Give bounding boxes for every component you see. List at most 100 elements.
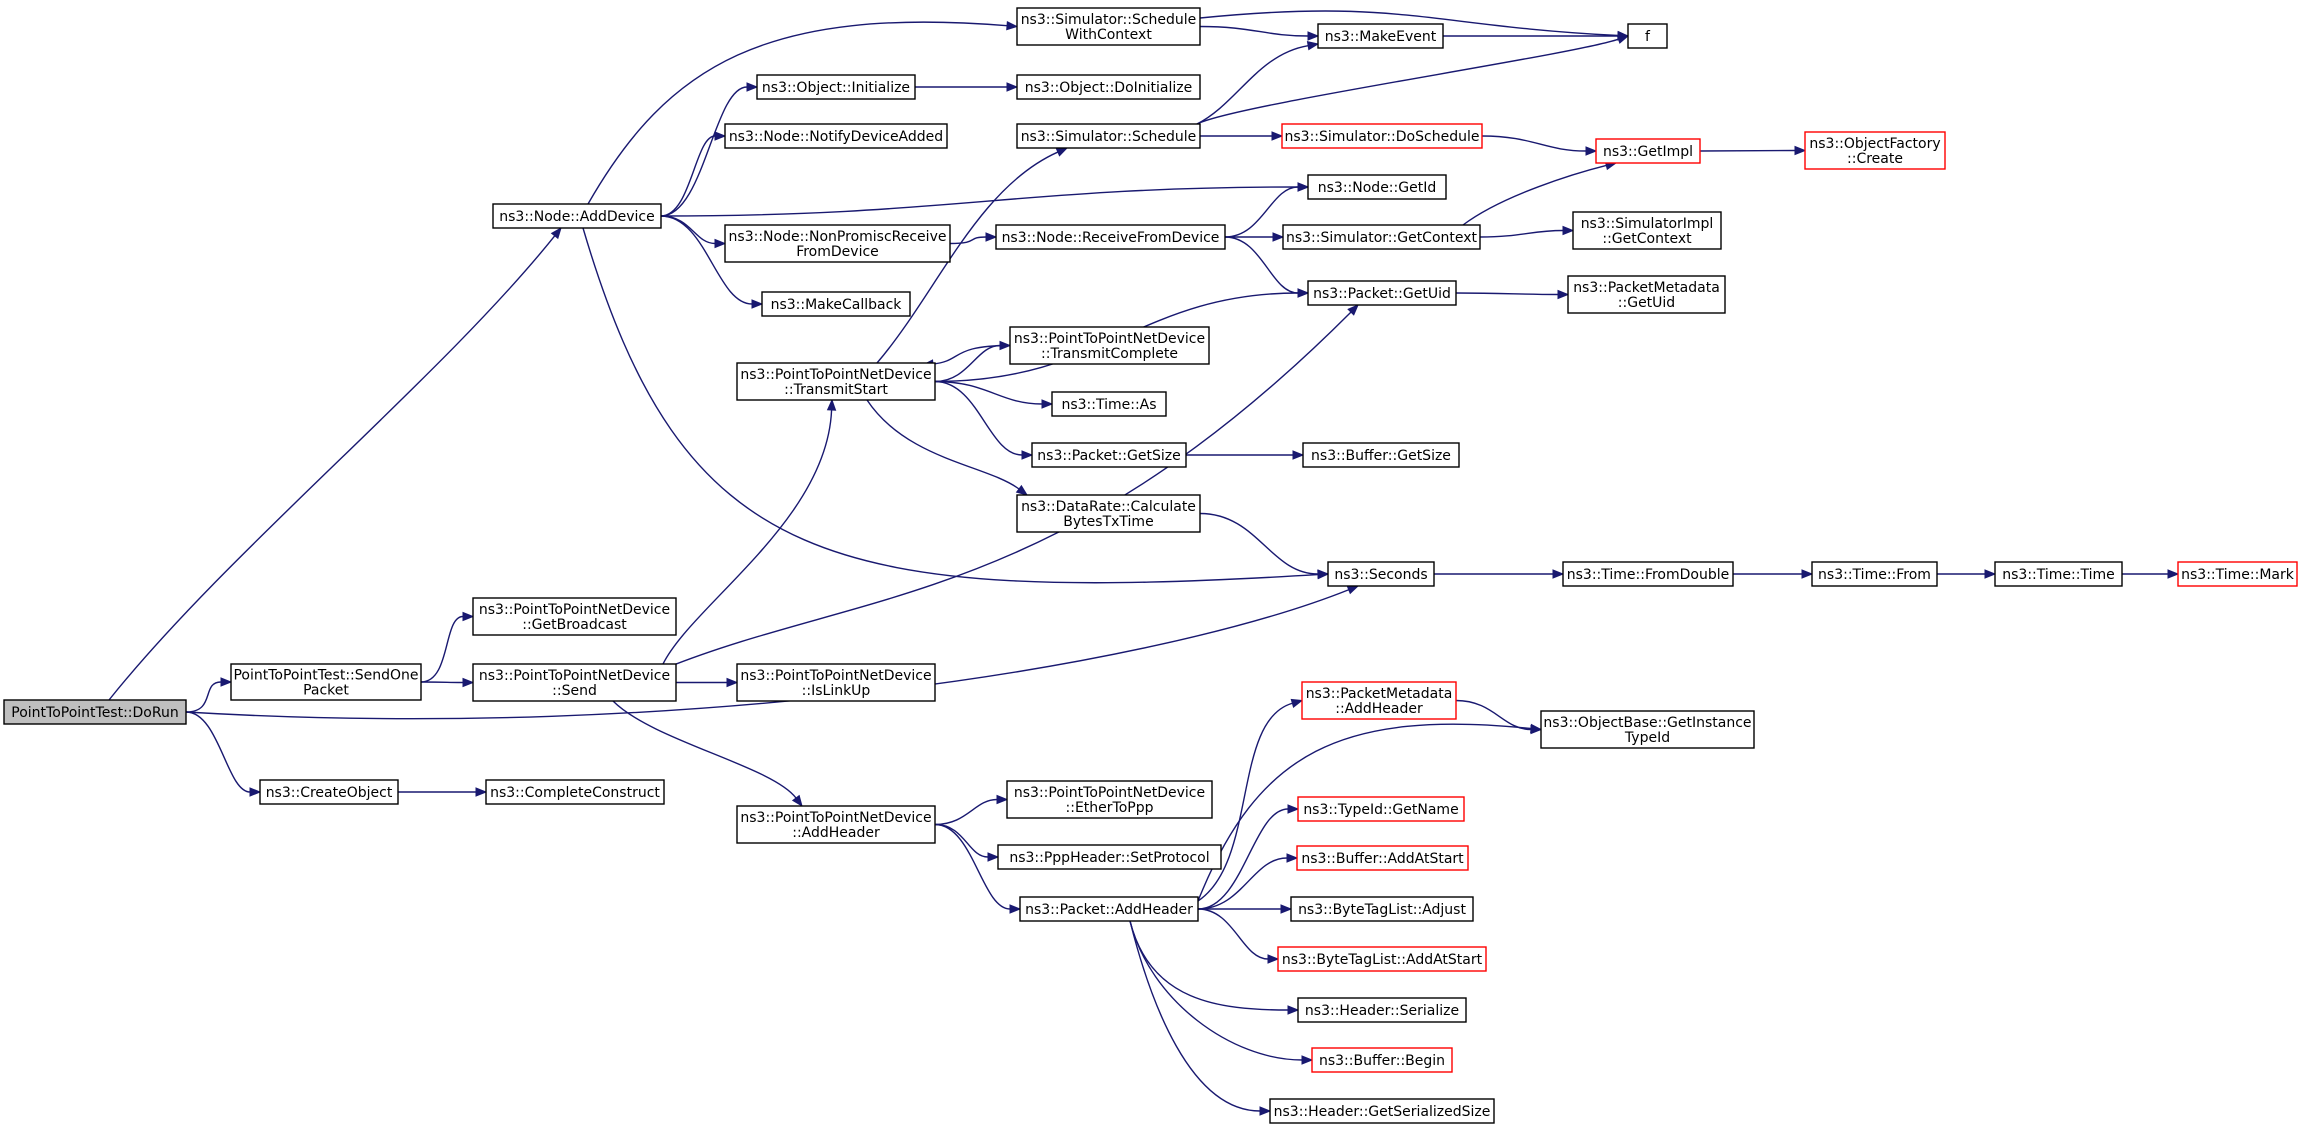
node-completeconstruct[interactable]: ns3::CompleteConstruct bbox=[485, 779, 665, 805]
edge-arrowhead bbox=[1292, 450, 1305, 460]
node-p2psend[interactable]: ns3::PointToPointNetDevice::Send bbox=[472, 663, 677, 702]
node-ethertoppp[interactable]: ns3::PointToPointNetDevice::EtherToPpp bbox=[1006, 780, 1213, 819]
edge-nonpromisc-to-receivefromdevice bbox=[949, 232, 998, 245]
node-makecallback[interactable]: ns3::MakeCallback bbox=[761, 291, 911, 317]
edge-arrowhead bbox=[1271, 131, 1284, 141]
edge-arrowhead bbox=[1616, 34, 1630, 44]
node-box bbox=[736, 663, 936, 702]
node-timetime[interactable]: ns3::Time::Time bbox=[1994, 561, 2123, 587]
node-islinkup[interactable]: ns3::PointToPointNetDevice::IsLinkUp bbox=[736, 663, 936, 702]
node-label: ::AddHeader bbox=[1335, 701, 1423, 717]
node-nodegetid[interactable]: ns3::Node::GetId bbox=[1307, 174, 1447, 200]
node-seconds[interactable]: ns3::Seconds bbox=[1327, 561, 1435, 587]
node-label: ns3::Object::Initialize bbox=[762, 80, 910, 96]
node-transmitcomplete[interactable]: ns3::PointToPointNetDevice::TransmitComp… bbox=[1009, 326, 1210, 365]
node-box bbox=[995, 224, 1226, 250]
node-label: ns3::CreateObject bbox=[266, 785, 393, 801]
edge-packetaddheader-to-pmaddheader bbox=[1197, 698, 1304, 902]
node-box bbox=[1307, 280, 1457, 306]
node-pmgetuid[interactable]: ns3::PacketMetadata::GetUid bbox=[1567, 275, 1726, 314]
node-createobject[interactable]: ns3::CreateObject bbox=[259, 779, 399, 805]
edge-line bbox=[185, 681, 222, 713]
node-typeidgetname[interactable]: ns3::TypeId::GetName bbox=[1297, 796, 1465, 822]
node-timeas[interactable]: ns3::Time::As bbox=[1051, 391, 1167, 417]
node-notifydeviceadded[interactable]: ns3::Node::NotifyDeviceAdded bbox=[724, 123, 948, 149]
node-label: ns3::Seconds bbox=[1334, 567, 1427, 583]
edge-line bbox=[1481, 135, 1587, 152]
node-label: ns3::Node::NotifyDeviceAdded bbox=[729, 129, 943, 145]
node-receivefromdevice[interactable]: ns3::Node::ReceiveFromDevice bbox=[995, 224, 1226, 250]
node-packetgetsize[interactable]: ns3::Packet::GetSize bbox=[1031, 442, 1187, 468]
node-simgetcontext[interactable]: ns3::Simulator::GetContext bbox=[1282, 224, 1481, 250]
node-f[interactable]: f bbox=[1627, 23, 1668, 49]
node-getimpl[interactable]: ns3::GetImpl bbox=[1595, 138, 1701, 164]
node-simschedule[interactable]: ns3::Simulator::Schedule bbox=[1016, 123, 1201, 149]
node-box bbox=[3, 699, 187, 725]
node-objdoinit[interactable]: ns3::Object::DoInitialize bbox=[1016, 74, 1201, 100]
node-pmaddheader[interactable]: ns3::PacketMetadata::AddHeader bbox=[1301, 681, 1457, 720]
edge-seconds-to-fromdouble bbox=[1434, 569, 1565, 579]
node-label: ns3::Node::NonPromiscReceive bbox=[729, 229, 947, 245]
node-box bbox=[736, 805, 936, 844]
node-label: ns3::ObjectFactory bbox=[1809, 136, 1940, 152]
node-timemark[interactable]: ns3::Time::Mark bbox=[2177, 561, 2298, 587]
node-headerserialize[interactable]: ns3::Header::Serialize bbox=[1297, 997, 1467, 1023]
edge-arrowhead bbox=[1530, 724, 1543, 735]
node-simimplgetcontext[interactable]: ns3::SimulatorImpl::GetContext bbox=[1572, 211, 1722, 250]
node-timefrom[interactable]: ns3::Time::From bbox=[1811, 561, 1938, 587]
node-bufferbegin[interactable]: ns3::Buffer::Begin bbox=[1311, 1047, 1453, 1073]
node-transmitstart[interactable]: ns3::PointToPointNetDevice::TransmitStar… bbox=[736, 362, 936, 401]
node-label: ns3::Simulator::Schedule bbox=[1021, 129, 1197, 145]
edge-p2psend-to-transmitstart bbox=[662, 398, 837, 665]
node-makeevent[interactable]: ns3::MakeEvent bbox=[1317, 23, 1444, 49]
edge-packetaddheader-to-bufferaddatstart bbox=[1197, 853, 1299, 910]
edge-arrowhead bbox=[1317, 569, 1330, 579]
node-packetgetuid[interactable]: ns3::Packet::GetUid bbox=[1307, 280, 1457, 306]
node-bufferaddatstart[interactable]: ns3::Buffer::AddAtStart bbox=[1296, 845, 1469, 871]
edge-dorun-to-adddevice bbox=[108, 226, 562, 701]
node-box bbox=[1811, 561, 1938, 587]
node-btladdatstart[interactable]: ns3::ByteTagList::AddAtStart bbox=[1277, 946, 1487, 972]
node-fromdouble[interactable]: ns3::Time::FromDouble bbox=[1562, 561, 1734, 587]
edge-simschedule-to-f bbox=[1196, 34, 1630, 125]
edge-line bbox=[934, 380, 1043, 405]
edge-adddevice-to-seconds bbox=[582, 227, 1330, 584]
node-doschedule[interactable]: ns3::Simulator::DoSchedule bbox=[1281, 123, 1483, 149]
edge-line bbox=[420, 681, 464, 684]
edge-arrowhead bbox=[1006, 82, 1019, 92]
edge-getimpl-to-objfactorycreate bbox=[1699, 145, 1807, 156]
node-objfactorycreate[interactable]: ns3::ObjectFactory::Create bbox=[1804, 131, 1946, 170]
node-packetaddheader[interactable]: ns3::Packet::AddHeader bbox=[1019, 896, 1199, 922]
edge-transmitcomplete-to-transmitstart bbox=[921, 344, 1011, 369]
node-headergetsersize[interactable]: ns3::Header::GetSerializedSize bbox=[1269, 1098, 1495, 1124]
edge-arrowhead bbox=[1297, 182, 1310, 192]
node-p2paddheader[interactable]: ns3::PointToPointNetDevice::AddHeader bbox=[736, 805, 936, 844]
node-box bbox=[724, 123, 948, 149]
edge-arrowhead bbox=[791, 794, 803, 808]
node-box bbox=[492, 203, 662, 229]
edge-doschedule-to-getimpl bbox=[1481, 135, 1598, 156]
edge-line bbox=[660, 215, 753, 305]
edge-line bbox=[185, 711, 251, 793]
node-box bbox=[1302, 442, 1460, 468]
node-dorun[interactable]: PointToPointTest::DoRun bbox=[3, 699, 187, 725]
node-getbroadcast[interactable]: ns3::PointToPointNetDevice::GetBroadcast bbox=[472, 597, 677, 636]
node-box bbox=[1317, 23, 1444, 49]
node-objinit[interactable]: ns3::Object::Initialize bbox=[756, 74, 916, 100]
node-adddevice[interactable]: ns3::Node::AddDevice bbox=[492, 203, 662, 229]
node-box bbox=[1311, 1047, 1453, 1073]
node-setprotocol[interactable]: ns3::PppHeader::SetProtocol bbox=[997, 844, 1222, 870]
node-label: ::GetBroadcast bbox=[522, 617, 627, 633]
node-buffergetsize[interactable]: ns3::Buffer::GetSize bbox=[1302, 442, 1460, 468]
node-label: ns3::Time::From bbox=[1818, 567, 1931, 583]
node-label: ns3::Time::Mark bbox=[2181, 567, 2295, 583]
edge-line bbox=[660, 186, 1299, 217]
node-btladjust[interactable]: ns3::ByteTagList::Adjust bbox=[1290, 896, 1474, 922]
edge-packetaddheader-to-btladjust bbox=[1197, 904, 1293, 914]
node-box bbox=[1281, 123, 1483, 149]
